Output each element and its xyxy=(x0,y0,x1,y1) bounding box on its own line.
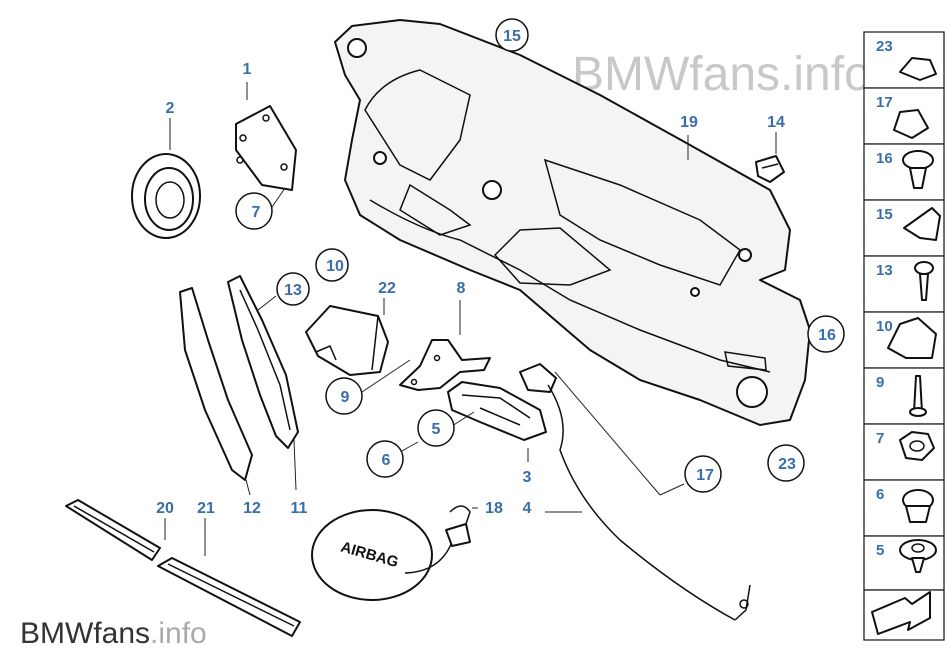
bracket xyxy=(399,339,491,391)
screw-icon xyxy=(914,261,934,301)
callout-ring-7 xyxy=(235,192,273,230)
sidebar-label-16: 16 xyxy=(876,150,893,167)
callout-6: 6 xyxy=(382,452,391,469)
callout-20: 20 xyxy=(156,500,174,517)
callout-17: 17 xyxy=(696,467,714,484)
callout-16: 16 xyxy=(818,327,836,344)
sidebar-label-9: 9 xyxy=(876,374,884,391)
sidebar-item-16[interactable] xyxy=(863,143,945,201)
door-handle xyxy=(447,381,547,441)
callout-15: 15 xyxy=(503,28,521,45)
expanding-rivet-icon xyxy=(899,539,937,573)
callout-ring-23 xyxy=(767,444,805,482)
arrow-icon xyxy=(871,591,931,635)
callout-ring-9 xyxy=(325,377,363,415)
callout-23: 23 xyxy=(778,456,796,473)
grommet-icon xyxy=(902,489,934,523)
trim-strip-left xyxy=(179,287,253,481)
callout-13: 13 xyxy=(284,282,302,299)
callout-ring-16 xyxy=(807,315,845,353)
callout-14: 14 xyxy=(767,114,785,131)
callout-ring-15 xyxy=(495,18,529,52)
callout-22: 22 xyxy=(378,280,396,297)
clip-icon xyxy=(903,207,941,241)
callout-11: 11 xyxy=(291,500,308,517)
callout-ring-6 xyxy=(366,440,404,478)
sidebar-label-23: 23 xyxy=(876,38,893,55)
callout-5: 5 xyxy=(432,421,441,438)
sill-strips xyxy=(65,499,301,637)
pad-icon xyxy=(899,57,937,81)
callout-10: 10 xyxy=(326,258,344,275)
push-rivet-icon xyxy=(902,150,934,189)
handle-housing xyxy=(305,305,389,376)
callout-ring-10 xyxy=(315,248,349,282)
speaker-grommet xyxy=(131,153,201,239)
sidebar-label-5: 5 xyxy=(876,542,884,559)
callout-8: 8 xyxy=(457,280,466,297)
callout-ring-17 xyxy=(684,455,722,493)
watermark-top: BMWfans.info xyxy=(572,48,871,101)
sidebar-label-6: 6 xyxy=(876,486,884,503)
pin-icon xyxy=(909,375,927,417)
callout-18: 18 xyxy=(485,500,503,517)
callout-4: 4 xyxy=(523,500,532,517)
door-trim-panel xyxy=(334,19,811,426)
clip-nut-icon xyxy=(893,109,929,139)
callout-12: 12 xyxy=(243,500,261,517)
parts-sidebar: 23 17 16 15 13 10 9 7 6 5 xyxy=(863,31,945,641)
clip-top xyxy=(755,155,785,183)
sidebar-label-15: 15 xyxy=(876,206,893,223)
cover-plate xyxy=(235,105,297,191)
callout-7: 7 xyxy=(252,204,261,221)
callout-3: 3 xyxy=(523,469,532,486)
bowden-cable xyxy=(519,363,751,621)
sidebar-label-13: 13 xyxy=(876,262,893,279)
airbag-sensor: AIRBAG xyxy=(311,505,471,601)
hex-nut-icon xyxy=(899,431,935,461)
watermark-bottom: BMWfans.info xyxy=(20,617,207,650)
callout-21: 21 xyxy=(197,500,215,517)
sidebar-item-9[interactable] xyxy=(863,367,945,425)
callout-1: 1 xyxy=(243,61,252,78)
sidebar-label-17: 17 xyxy=(876,94,893,111)
sidebar-label-7: 7 xyxy=(876,430,884,447)
callout-19: 19 xyxy=(680,114,698,131)
callout-9: 9 xyxy=(341,389,350,406)
spring-nut-icon xyxy=(887,317,937,359)
callout-ring-5 xyxy=(417,409,455,447)
callout-ring-13 xyxy=(276,272,310,306)
sidebar-label-10: 10 xyxy=(876,318,893,335)
callout-2: 2 xyxy=(166,100,175,117)
trim-strip-right xyxy=(227,275,299,449)
